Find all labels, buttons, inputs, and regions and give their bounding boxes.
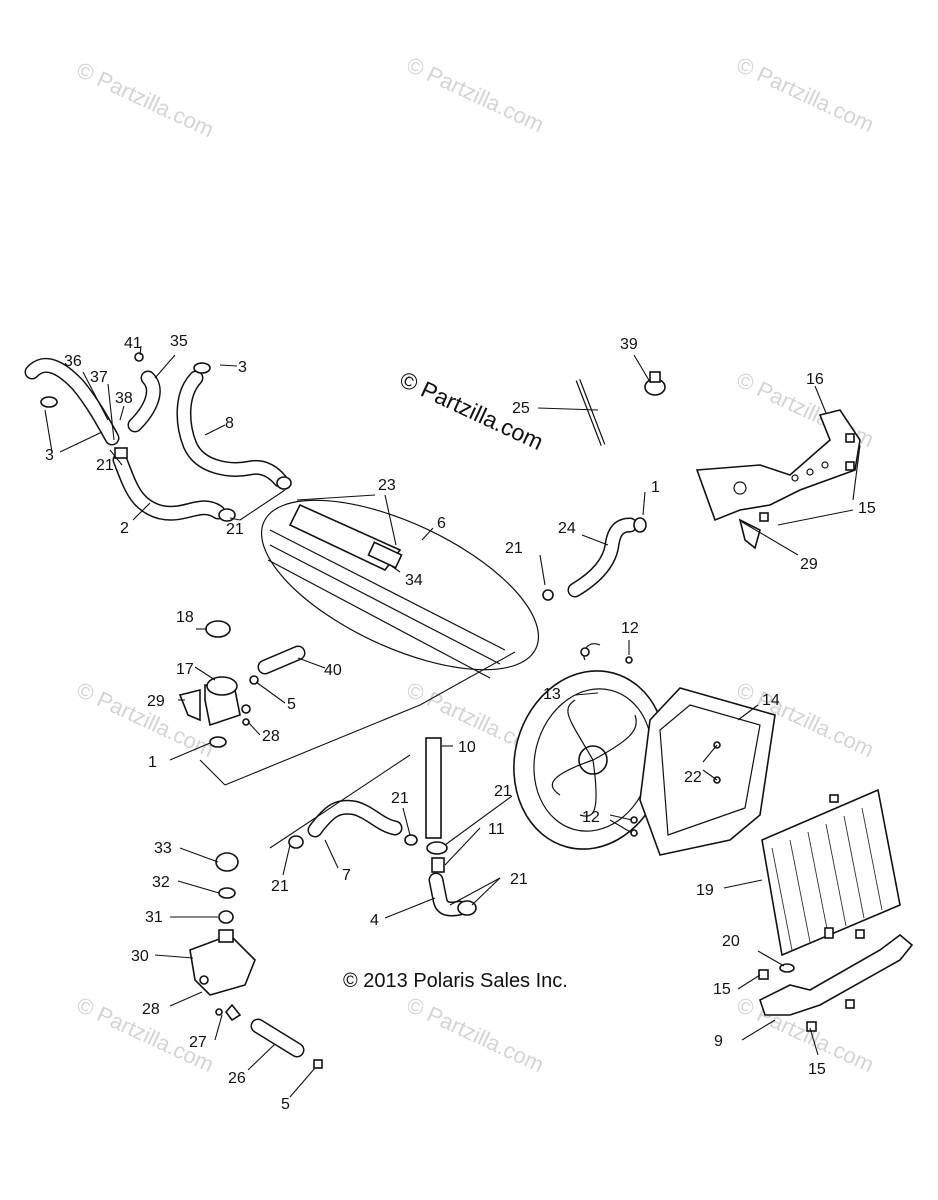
callout-24: 24 bbox=[558, 520, 576, 537]
hose-10 bbox=[425, 737, 442, 839]
fitting-37 bbox=[114, 447, 128, 459]
hose-35 bbox=[127, 370, 161, 433]
hose-4 bbox=[428, 872, 468, 917]
filler-neck-17 bbox=[178, 620, 251, 748]
clamp-3 bbox=[40, 396, 58, 408]
watermark: © Partzilla.com bbox=[733, 52, 878, 137]
callout-18: 18 bbox=[176, 609, 194, 626]
callout-12: 12 bbox=[621, 620, 639, 637]
callout-40: 40 bbox=[324, 662, 342, 679]
callout-28: 28 bbox=[142, 1001, 160, 1018]
callout-7: 7 bbox=[342, 867, 351, 884]
screw-12 bbox=[625, 656, 633, 664]
watermark: © Partzilla.com bbox=[73, 57, 218, 142]
callout-21: 21 bbox=[510, 871, 528, 888]
hose-2 bbox=[112, 452, 226, 521]
callout-2: 2 bbox=[120, 520, 129, 537]
callout-29: 29 bbox=[147, 693, 165, 710]
callout-21: 21 bbox=[391, 790, 409, 807]
clamp-1 bbox=[633, 517, 647, 533]
callout-22: 22 bbox=[684, 769, 702, 786]
callout-6: 6 bbox=[437, 515, 446, 532]
callout-21: 21 bbox=[505, 540, 523, 557]
callout-26: 26 bbox=[228, 1070, 246, 1087]
callout-30: 30 bbox=[131, 948, 149, 965]
callout-21: 21 bbox=[96, 457, 114, 474]
clamp-5 bbox=[313, 1059, 323, 1069]
callout-5: 5 bbox=[287, 696, 296, 713]
callout-12: 12 bbox=[582, 809, 600, 826]
callout-labels: 3 21 2 36 37 38 41 35 3 8 21 23 6 34 25 … bbox=[45, 333, 876, 1113]
callout-21: 21 bbox=[226, 521, 244, 538]
callout-15: 15 bbox=[808, 1061, 826, 1078]
clamp-21 bbox=[457, 900, 477, 916]
callout-8: 8 bbox=[225, 415, 234, 432]
hose-7 bbox=[307, 799, 403, 838]
callout-15: 15 bbox=[858, 500, 876, 517]
callout-15: 15 bbox=[713, 981, 731, 998]
callout-11: 11 bbox=[488, 821, 505, 838]
hose-36 bbox=[24, 357, 120, 446]
clamp-21 bbox=[542, 589, 554, 601]
heater-assembly-6 bbox=[260, 499, 540, 679]
callout-13: 13 bbox=[543, 686, 561, 703]
tube-40 bbox=[257, 645, 306, 675]
callout-21: 21 bbox=[271, 878, 289, 895]
hose-8 bbox=[176, 370, 288, 488]
callout-27: 27 bbox=[189, 1034, 207, 1051]
callout-16: 16 bbox=[806, 371, 824, 388]
callout-5: 5 bbox=[281, 1096, 290, 1113]
callout-4: 4 bbox=[370, 912, 379, 929]
callout-41: 41 bbox=[124, 335, 142, 352]
clamp-21 bbox=[426, 841, 448, 855]
tube-26 bbox=[250, 1018, 305, 1058]
clamp-21 bbox=[276, 476, 292, 490]
callout-3: 3 bbox=[238, 359, 247, 376]
callout-37: 37 bbox=[90, 369, 108, 386]
clip-39 bbox=[644, 371, 666, 396]
fitting-41 bbox=[134, 352, 144, 362]
hose-24 bbox=[567, 517, 638, 598]
callout-20: 20 bbox=[722, 933, 740, 950]
callout-29: 29 bbox=[800, 556, 818, 573]
callout-10: 10 bbox=[458, 739, 476, 756]
bracket-9 bbox=[758, 927, 914, 1032]
callout-19: 19 bbox=[696, 882, 714, 899]
watermark: © Partzilla.com bbox=[403, 52, 548, 137]
callout-28: 28 bbox=[262, 728, 280, 745]
polaris-copyright: © 2013 Polaris Sales Inc. bbox=[343, 970, 568, 992]
clamp-21 bbox=[218, 508, 236, 522]
clamp-21 bbox=[288, 835, 304, 849]
callout-23: 23 bbox=[378, 477, 396, 494]
callout-35: 35 bbox=[170, 333, 188, 350]
watermark-layer: © Partzilla.com © Partzilla.com © Partzi… bbox=[73, 52, 878, 1077]
callout-38: 38 bbox=[115, 390, 133, 407]
callout-9: 9 bbox=[714, 1033, 723, 1050]
callout-25: 25 bbox=[512, 400, 530, 417]
callout-36: 36 bbox=[64, 353, 82, 370]
callout-31: 31 bbox=[145, 909, 163, 926]
clamp-21 bbox=[404, 834, 418, 846]
callout-14: 14 bbox=[762, 692, 780, 709]
callout-33: 33 bbox=[154, 840, 172, 857]
leader-lines bbox=[44, 345, 861, 1098]
shroud-14 bbox=[639, 687, 776, 856]
watermark: © Partzilla.com bbox=[403, 992, 548, 1077]
fitting-11 bbox=[431, 857, 445, 873]
radiator-19 bbox=[761, 788, 901, 957]
callout-1: 1 bbox=[651, 479, 660, 496]
callout-32: 32 bbox=[152, 874, 170, 891]
callout-34: 34 bbox=[405, 572, 423, 589]
rod-25 bbox=[575, 379, 606, 446]
callout-1: 1 bbox=[148, 754, 157, 771]
bracket-16 bbox=[695, 409, 861, 550]
callout-21: 21 bbox=[494, 783, 512, 800]
callout-39: 39 bbox=[620, 336, 638, 353]
clamp-3 bbox=[193, 362, 211, 374]
callout-17: 17 bbox=[176, 661, 194, 678]
callout-3: 3 bbox=[45, 447, 54, 464]
reservoir-assembly-30 bbox=[189, 852, 256, 1022]
